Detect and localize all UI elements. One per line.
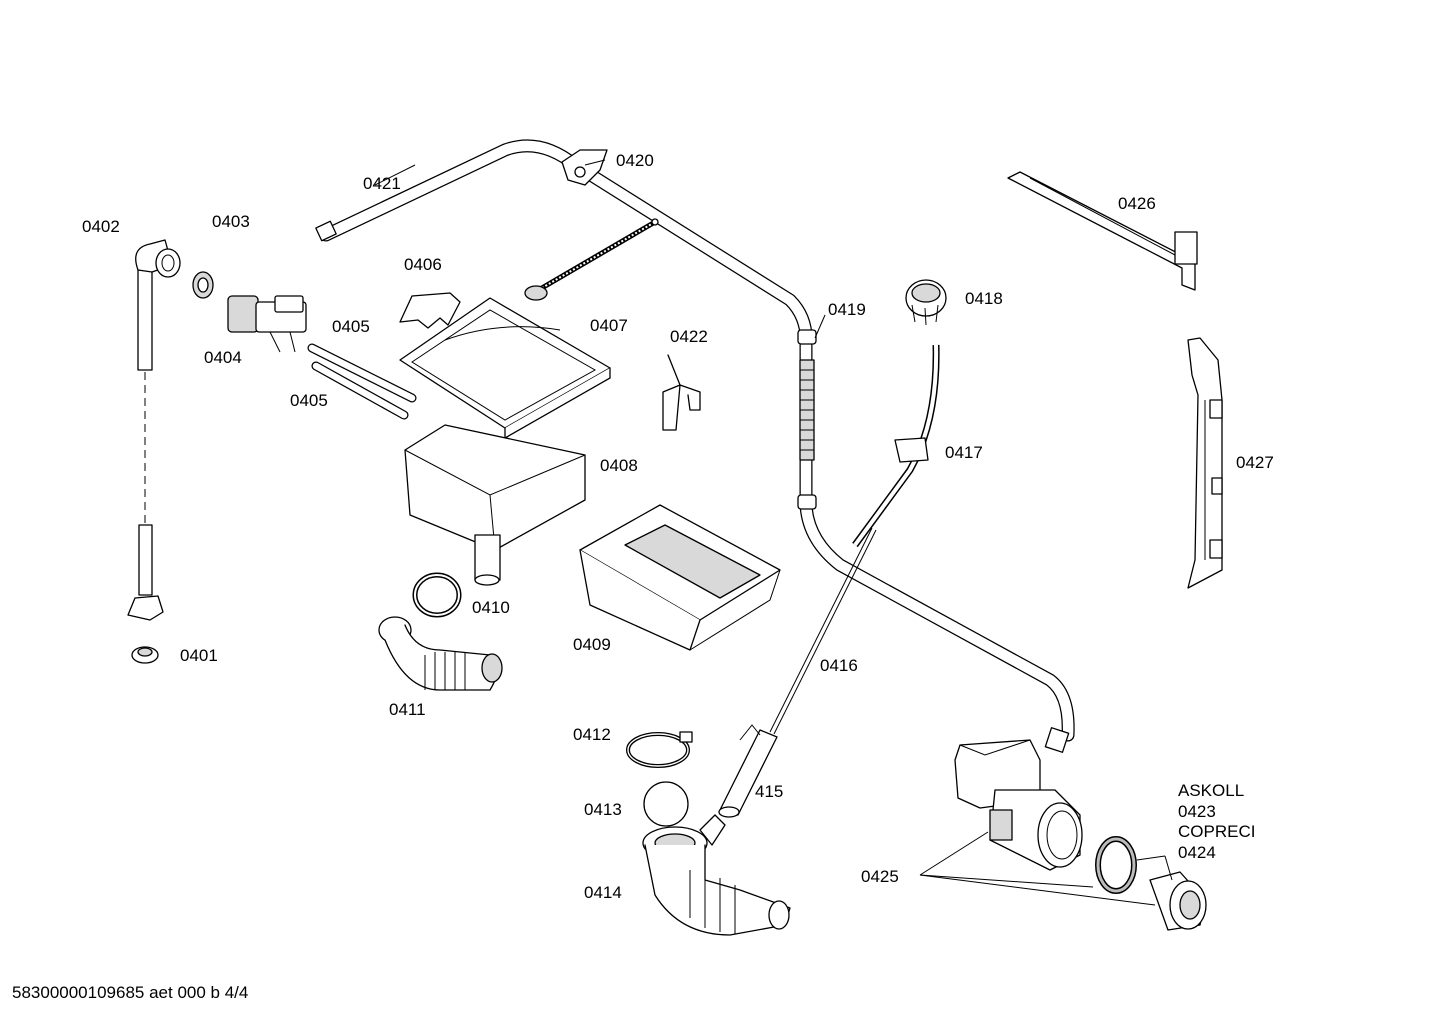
label-0421: 0421	[363, 174, 401, 193]
part-labels: 0402 0403 0404 0405 0405 0406 0407 0408 …	[82, 151, 1274, 902]
label-0425: 0425	[861, 867, 899, 886]
label-askoll: ASKOLL	[1178, 781, 1244, 800]
label-0408: 0408	[600, 456, 638, 475]
clip-0422	[662, 354, 701, 431]
label-0414: 0414	[584, 883, 622, 902]
bellows-0411	[378, 616, 503, 691]
inlet-pipe-0402	[127, 239, 181, 621]
label-copreci: COPRECI	[1178, 822, 1255, 841]
seal-0403	[192, 271, 214, 299]
label-0420: 0420	[616, 151, 654, 170]
hose-0421-0419	[315, 139, 1075, 753]
label-0413: 0413	[584, 800, 622, 819]
label-0417: 0417	[945, 443, 983, 462]
valve-0404	[227, 295, 307, 353]
bracket-0420	[561, 149, 608, 186]
braided-wire	[524, 218, 659, 301]
label-0426: 0426	[1118, 194, 1156, 213]
footer-document-id: 58300000109685 aet 000 b 4/4	[12, 983, 248, 1002]
label-0401: 0401	[180, 646, 218, 665]
label-415: 415	[755, 782, 783, 801]
label-0427: 0427	[1236, 453, 1274, 472]
label-0406: 0406	[404, 255, 442, 274]
sump-hose-0414	[642, 814, 791, 936]
label-0407: 0407	[590, 316, 628, 335]
pressure-tube-0417	[852, 344, 940, 548]
leader-lines	[374, 159, 1173, 906]
label-0409: 0409	[573, 635, 611, 654]
label-0411: 0411	[389, 700, 426, 719]
clamp-0412	[626, 731, 693, 768]
label-0418: 0418	[965, 289, 1003, 308]
pressure-switch-0418	[905, 279, 947, 326]
label-0402: 0402	[82, 217, 120, 236]
tubes-0405	[307, 343, 417, 420]
drain-pump	[954, 739, 1083, 871]
cap-0401	[131, 646, 159, 664]
label-0423: 0423	[1178, 802, 1216, 821]
sensor-415	[718, 527, 877, 818]
label-0403: 0403	[212, 212, 250, 231]
label-0419: 0419	[828, 300, 866, 319]
drawer-0409	[579, 504, 781, 651]
dispenser-housing-0408	[404, 424, 586, 586]
label-0424: 0424	[1178, 843, 1216, 862]
label-0405-top: 0405	[332, 317, 370, 336]
gasket-0410	[412, 572, 462, 618]
seal-0425	[1095, 836, 1137, 894]
label-0416: 0416	[820, 656, 858, 675]
bracket-0427	[1187, 337, 1223, 589]
label-0404: 0404	[204, 348, 242, 367]
dispenser-top-0407	[399, 297, 611, 439]
label-0405-bottom: 0405	[290, 391, 328, 410]
filter-0425	[1149, 871, 1207, 931]
label-0422: 0422	[670, 327, 708, 346]
clip-0406	[399, 292, 461, 329]
label-0410: 0410	[472, 598, 510, 617]
label-0412: 0412	[573, 725, 611, 744]
rail-0426	[1007, 171, 1198, 291]
ball-0413	[643, 781, 689, 827]
